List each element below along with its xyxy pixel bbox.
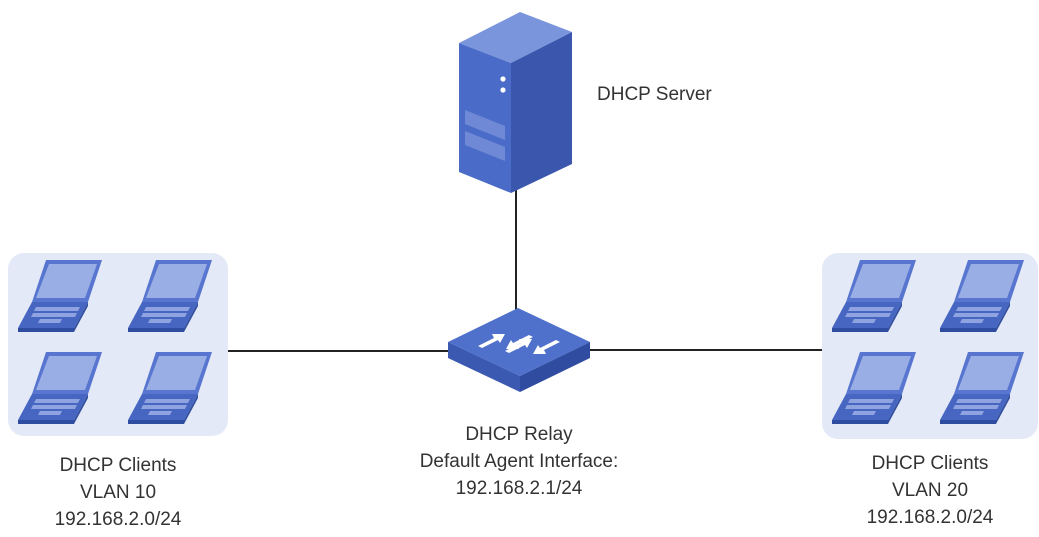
left-clients-vlan: VLAN 10	[79, 482, 157, 503]
left-clients-title: DHCP Clients	[59, 455, 177, 476]
left-clients-subnet: 192.168.2.0/24	[54, 509, 182, 530]
right-clients-vlan: VLAN 20	[891, 480, 969, 501]
dhcp-server-icon	[459, 12, 572, 193]
left-client-group	[8, 253, 228, 436]
right-clients-subnet: 192.168.2.0/24	[866, 507, 994, 528]
relay-interface-address: 192.168.2.1/24	[455, 478, 583, 499]
dhcp-relay-label: DHCP Relay Default Agent Interface: 192.…	[369, 421, 669, 502]
right-client-group	[822, 253, 1038, 439]
dhcp-relay-switch-icon	[448, 308, 590, 392]
left-clients-label: DHCP Clients VLAN 10 192.168.2.0/24	[8, 452, 228, 533]
right-clients-label: DHCP Clients VLAN 20 192.168.2.0/24	[822, 450, 1038, 531]
relay-title: DHCP Relay	[465, 424, 573, 445]
server-label-text: DHCP Server	[597, 84, 712, 105]
dhcp-server-label: DHCP Server	[597, 81, 712, 108]
relay-interface-label: Default Agent Interface:	[419, 451, 619, 472]
right-clients-title: DHCP Clients	[871, 453, 989, 474]
